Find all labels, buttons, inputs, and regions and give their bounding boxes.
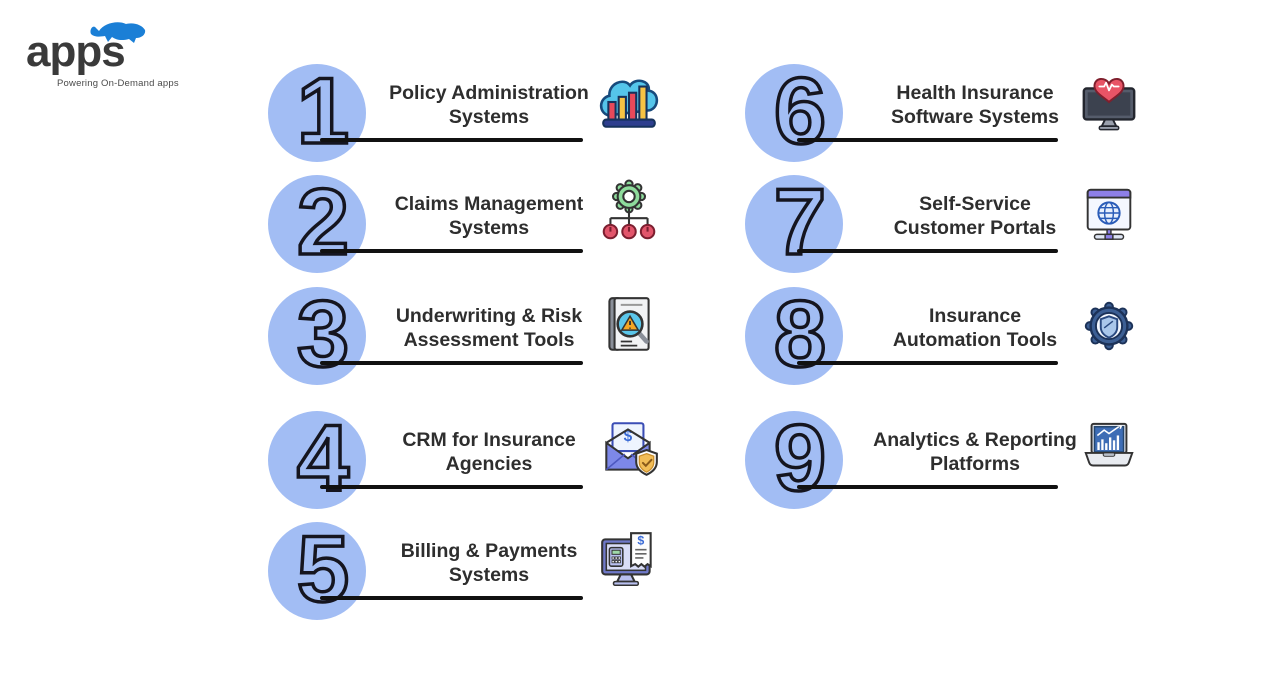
connector-line bbox=[797, 249, 1058, 253]
connector-line bbox=[797, 138, 1058, 142]
number-circle bbox=[268, 64, 366, 162]
item-number: 2 bbox=[295, 169, 351, 274]
number-circle bbox=[268, 522, 366, 620]
item-title: Underwriting & Risk Assessment Tools bbox=[379, 304, 599, 352]
title-line-1: Analytics & Reporting bbox=[873, 429, 1077, 451]
item-number: 4 bbox=[295, 405, 351, 510]
connector-line bbox=[320, 485, 583, 489]
item-number: 6 bbox=[772, 58, 828, 163]
title-line-1: Policy Administration bbox=[389, 82, 589, 104]
gear-workflow-icon bbox=[596, 178, 662, 248]
title-line-2: Software Systems bbox=[891, 106, 1059, 128]
heart-monitor-icon bbox=[1078, 70, 1140, 136]
connector-line bbox=[320, 138, 583, 142]
number-circle bbox=[268, 411, 366, 509]
number-circle bbox=[745, 287, 843, 385]
item-title: Insurance Automation Tools bbox=[865, 304, 1085, 352]
connector-line bbox=[320, 361, 583, 365]
title-line-2: Systems bbox=[448, 217, 530, 239]
item-number: 3 bbox=[295, 281, 351, 386]
title-line-2: Systems bbox=[448, 106, 530, 128]
item-number: 1 bbox=[295, 58, 351, 163]
list-item-4: 4 CRM for Insurance Agencies $ bbox=[268, 405, 668, 511]
title-line-1: CRM for Insurance bbox=[402, 429, 576, 451]
item-title: Analytics & Reporting Platforms bbox=[865, 428, 1085, 476]
item-number: 7 bbox=[772, 169, 828, 274]
item-title: Self-Service Customer Portals bbox=[865, 192, 1085, 240]
title-line-2: Automation Tools bbox=[892, 329, 1058, 351]
number-circle bbox=[745, 175, 843, 273]
svg-text:$: $ bbox=[637, 534, 644, 548]
laptop-analytics-icon bbox=[1078, 417, 1140, 483]
cloud-bar-chart-icon bbox=[596, 67, 662, 137]
connector-line bbox=[320, 249, 583, 253]
item-title: Claims Management Systems bbox=[379, 192, 599, 240]
title-line-1: Underwriting & Risk bbox=[395, 305, 583, 327]
list-item-9: 9 Analytics & Reporting Platforms bbox=[745, 405, 1145, 511]
list-item-5: 5 Billing & Payments Systems $ bbox=[268, 516, 668, 622]
billing-monitor-receipt-icon: $ bbox=[596, 525, 662, 595]
app-logo: apps Powering On-Demand apps bbox=[26, 14, 196, 98]
item-title: Health Insurance Software Systems bbox=[865, 81, 1085, 129]
number-circle bbox=[745, 64, 843, 162]
envelope-dollar-shield-icon: $ bbox=[596, 414, 662, 484]
svg-text:$: $ bbox=[624, 428, 633, 445]
item-title: Billing & Payments Systems bbox=[379, 539, 599, 587]
title-line-1: Self-Service bbox=[919, 193, 1031, 215]
title-line-2: Agencies bbox=[445, 453, 533, 475]
title-line-1: Billing & Payments bbox=[400, 540, 578, 562]
connector-line bbox=[320, 596, 583, 600]
gear-shield-icon bbox=[1078, 293, 1140, 359]
title-line-2: Platforms bbox=[930, 453, 1020, 475]
connector-line bbox=[797, 485, 1058, 489]
number-circle bbox=[268, 287, 366, 385]
list-item-1: 1 Policy Administration Systems bbox=[268, 58, 668, 164]
brand-tagline: Powering On-Demand apps bbox=[57, 78, 179, 89]
connector-line bbox=[797, 361, 1058, 365]
title-line-2: Systems bbox=[448, 564, 530, 586]
item-title: CRM for Insurance Agencies bbox=[379, 428, 599, 476]
item-title: Policy Administration Systems bbox=[379, 81, 599, 129]
title-line-2: Assessment Tools bbox=[403, 329, 575, 351]
list-item-6: 6 Health Insurance Software Systems bbox=[745, 58, 1145, 164]
title-line-1: Claims Management bbox=[394, 193, 584, 215]
browser-globe-icon bbox=[1078, 181, 1140, 247]
title-line-1: Insurance bbox=[928, 305, 1022, 327]
list-item-2: 2 Claims Management Systems bbox=[268, 169, 668, 275]
list-item-3: 3 Underwriting & Risk Assessment Tools bbox=[268, 281, 668, 387]
risk-document-magnifier-icon bbox=[596, 290, 662, 360]
list-item-7: 7 Self-Service Customer Portals bbox=[745, 169, 1145, 275]
number-circle bbox=[745, 411, 843, 509]
item-number: 9 bbox=[772, 405, 828, 510]
item-number: 8 bbox=[772, 281, 828, 386]
item-number: 5 bbox=[295, 516, 351, 621]
list-item-8: 8 Insurance Automation Tools bbox=[745, 281, 1145, 387]
number-circle bbox=[268, 175, 366, 273]
title-line-2: Customer Portals bbox=[893, 217, 1057, 239]
title-line-1: Health Insurance bbox=[896, 82, 1054, 104]
brand-name: apps bbox=[26, 27, 126, 76]
rhino-icon bbox=[90, 22, 146, 43]
